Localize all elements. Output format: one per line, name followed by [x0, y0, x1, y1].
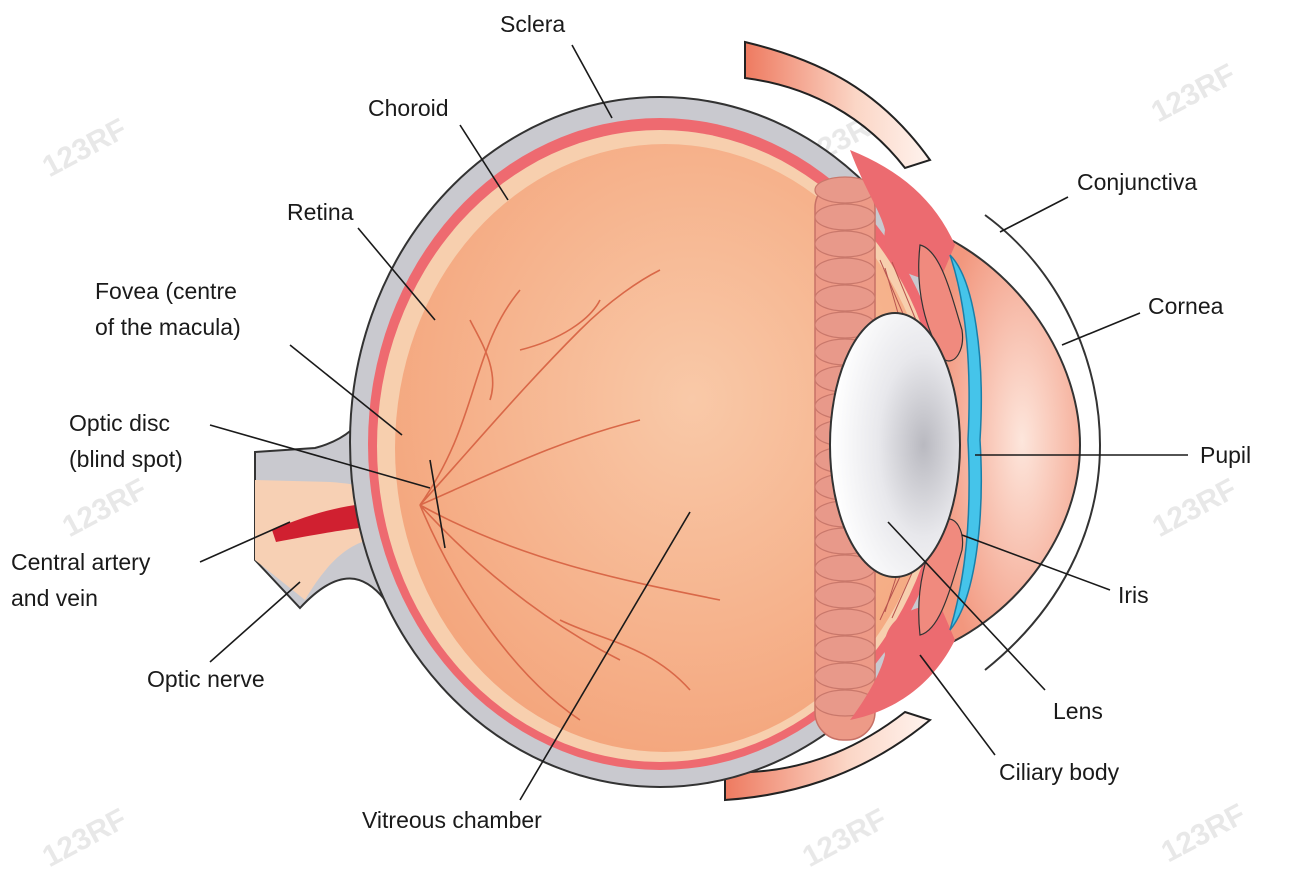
label-central-artery: Central artery and vein — [11, 544, 150, 616]
ciliary-fold — [814, 662, 876, 690]
watermark: 123RF — [1147, 472, 1242, 543]
ciliary-fold — [814, 257, 876, 285]
lower-eyelid — [724, 710, 933, 802]
label-retina: Retina — [287, 199, 354, 225]
label-sclera: Sclera — [500, 11, 566, 37]
ciliary-fold — [814, 230, 876, 258]
label-central-artery-line2: and vein — [11, 585, 98, 611]
ciliary-fold — [814, 203, 876, 231]
iris-pigment — [949, 254, 982, 631]
label-conjunctiva: Conjunctiva — [1077, 169, 1198, 195]
watermark: 123RF — [37, 802, 132, 873]
iris-lower — [918, 518, 964, 636]
label-optic-nerve: Optic nerve — [147, 666, 265, 692]
label-lens: Lens — [1053, 698, 1103, 724]
iris-upper — [918, 244, 964, 362]
watermark: 123RF — [797, 802, 892, 873]
label-central-artery-line1: Central artery — [11, 549, 151, 575]
label-optic-disc-line1: Optic disc — [69, 410, 170, 436]
label-pupil: Pupil — [1200, 442, 1252, 468]
conjunctiva-layer — [984, 214, 1102, 671]
label-ciliary-body: Ciliary body — [999, 759, 1120, 785]
label-optic-disc: Optic disc (blind spot) — [69, 405, 183, 477]
ciliary-fold — [814, 608, 876, 636]
watermark: 123RF — [1146, 58, 1241, 129]
ciliary-body-lower — [850, 605, 955, 720]
label-iris: Iris — [1118, 582, 1149, 608]
label-fovea-line2: of the macula) — [95, 314, 241, 340]
watermark: 123RF — [1156, 798, 1251, 869]
leader-lines — [199, 44, 1188, 801]
label-fovea: Fovea (centre of the macula) — [95, 273, 241, 345]
label-fovea-line1: Fovea (centre — [95, 278, 237, 304]
vitreous-chamber — [395, 144, 935, 752]
label-optic-disc-line2: (blind spot) — [69, 446, 183, 472]
upper-eyelid — [744, 40, 932, 170]
ciliary-body-upper — [850, 150, 955, 280]
label-cornea: Cornea — [1148, 293, 1224, 319]
ciliary-fold — [814, 581, 876, 609]
ciliary-fold — [814, 284, 876, 312]
watermark: 123RF — [37, 112, 132, 183]
label-choroid: Choroid — [368, 95, 449, 121]
label-vitreous-chamber: Vitreous chamber — [362, 807, 542, 833]
retinal-vessels — [419, 269, 721, 721]
lens — [829, 312, 961, 578]
ciliary-fold — [814, 635, 876, 663]
watermark: 123RF — [57, 472, 152, 543]
